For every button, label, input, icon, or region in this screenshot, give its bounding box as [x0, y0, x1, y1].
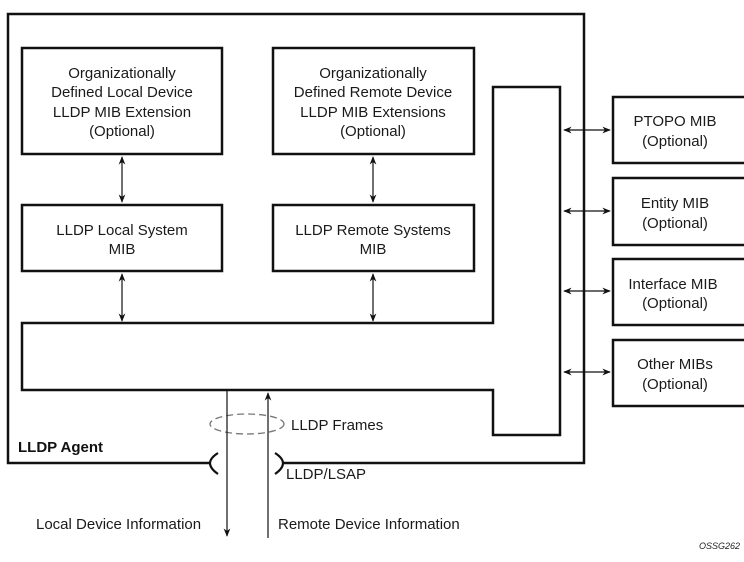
- local-device-info-label: Local Device Information: [36, 516, 201, 533]
- remote-ext-line-3: LLDP MIB Extensions: [300, 104, 446, 121]
- other-mibs-box: Other MIBs (Optional): [611, 338, 744, 408]
- local-extension-box: Organizationally Defined Local Device LL…: [20, 46, 224, 156]
- other-mibs-name: Other MIBs: [637, 356, 713, 373]
- ptopo-mib-box: PTOPO MIB (Optional): [611, 95, 744, 165]
- remote-device-info-label: Remote Device Information: [278, 516, 460, 533]
- figure-id: OSSG262: [699, 541, 740, 551]
- lsap-label: LLDP/LSAP: [286, 466, 366, 483]
- ptopo-mib-note: (Optional): [642, 133, 708, 150]
- remote-ext-line-2: Defined Remote Device: [294, 84, 452, 101]
- local-sys-line-2: MIB: [109, 241, 136, 258]
- entity-mib-name: Entity MIB: [641, 195, 709, 212]
- local-ext-line-1: Organizationally: [68, 65, 176, 82]
- interface-mib-name: Interface MIB: [628, 276, 717, 293]
- entity-mib-note: (Optional): [642, 215, 708, 232]
- local-ext-line-2: Defined Local Device: [51, 84, 193, 101]
- entity-mib-box: Entity MIB (Optional): [611, 176, 744, 247]
- lldp-agent-box: [6, 12, 586, 465]
- remote-sys-line-2: MIB: [360, 241, 387, 258]
- local-sys-line-1: LLDP Local System: [56, 222, 187, 239]
- lldp-core-region: [20, 85, 562, 437]
- remote-systems-mib-box: LLDP Remote Systems MIB: [271, 203, 476, 273]
- interface-mib-box: Interface MIB (Optional): [611, 257, 744, 327]
- local-ext-line-3: LLDP MIB Extension: [53, 104, 191, 121]
- lldp-frames-label: LLDP Frames: [291, 417, 383, 434]
- local-ext-line-4: (Optional): [89, 123, 155, 140]
- remote-ext-line-1: Organizationally: [319, 65, 427, 82]
- interface-mib-note: (Optional): [642, 295, 708, 312]
- ptopo-mib-name: PTOPO MIB: [633, 113, 716, 130]
- remote-sys-line-1: LLDP Remote Systems: [295, 222, 451, 239]
- lldp-frames-ellipse: [209, 413, 285, 435]
- remote-extension-box: Organizationally Defined Remote Device L…: [271, 46, 476, 156]
- lldp-agent-label: LLDP Agent: [18, 439, 103, 456]
- lsap-left-arc-icon: [208, 452, 219, 475]
- other-mibs-note: (Optional): [642, 376, 708, 393]
- remote-ext-line-4: (Optional): [340, 123, 406, 140]
- local-system-mib-box: LLDP Local System MIB: [20, 203, 224, 273]
- lsap-right-arc-icon: [274, 452, 285, 475]
